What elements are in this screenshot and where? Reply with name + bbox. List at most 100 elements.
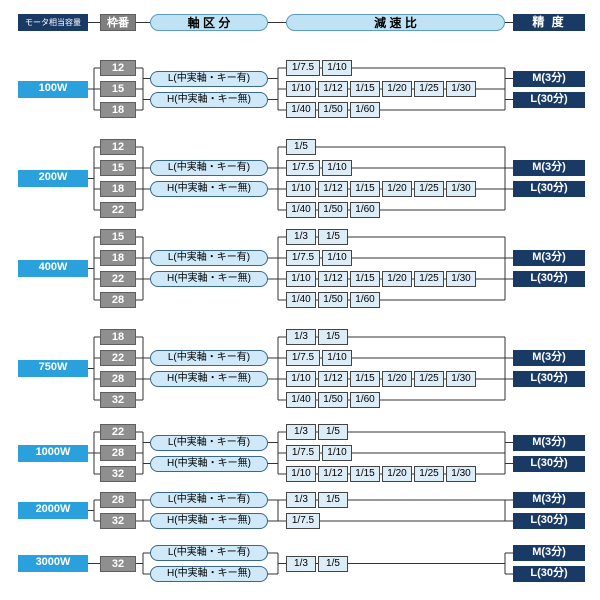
motor-box: 1000W: [18, 444, 88, 462]
ratio-box: 1/5: [318, 229, 348, 245]
ratio-box: 1/15: [350, 181, 380, 197]
frame-box: 15: [100, 229, 136, 245]
motor-box: 400W: [18, 260, 88, 277]
frame-box: 28: [100, 371, 136, 387]
ratio-box: 1/10: [286, 81, 316, 97]
ratio-box: 1/7.5: [286, 445, 320, 461]
shaft-box-h: H(中実軸・キー無): [150, 513, 268, 529]
frame-box: 22: [100, 424, 136, 440]
ratio-box: 1/40: [286, 392, 316, 408]
ratio-box: 1/10: [322, 445, 352, 461]
ratio-box: 1/30: [446, 271, 476, 287]
shaft-box-l: L(中実軸・キー有): [150, 434, 268, 451]
frame-box: 18: [100, 329, 136, 345]
ratio-box: 1/10: [286, 466, 316, 482]
ratio-box: 1/7.5: [286, 160, 320, 176]
frame-box: 28: [100, 292, 136, 308]
ratio-box: 1/7.5: [286, 513, 320, 529]
ratio-box: 1/15: [350, 371, 380, 387]
ratio-box: 1/25: [414, 371, 444, 387]
frame-box: 22: [100, 350, 136, 366]
frame-box: 32: [100, 555, 136, 572]
frame-box: 32: [100, 392, 136, 408]
frame-box: 28: [100, 445, 136, 461]
precision-box-m: M(3分): [513, 160, 585, 176]
ratio-box: 1/10: [322, 60, 352, 76]
motor-box: 100W: [18, 80, 88, 98]
ratio-box: 1/3: [286, 424, 316, 440]
shaft-box-h: H(中実軸・キー無): [150, 91, 268, 108]
ratio-box: 1/40: [286, 202, 316, 218]
ratio-box: 1/15: [350, 81, 380, 97]
ratio-box: 1/7.5: [286, 60, 320, 76]
motor-box: 2000W: [18, 502, 88, 519]
shaft-box-l: L(中実軸・キー有): [150, 545, 268, 561]
motor-box: 3000W: [18, 555, 88, 572]
precision-box-m: M(3分): [513, 545, 585, 561]
ratio-box: 1/10: [286, 371, 316, 387]
ratio-box: 1/5: [318, 329, 348, 345]
shaft-box-l: L(中実軸・キー有): [150, 70, 268, 87]
ratio-box: 1/60: [350, 202, 380, 218]
ratio-box: 1/7.5: [286, 250, 320, 266]
ratio-box: 1/60: [350, 392, 380, 408]
shaft-box-l: L(中実軸・キー有): [150, 350, 268, 366]
ratio-box: 1/20: [382, 466, 412, 482]
ratio-box: 1/10: [322, 160, 352, 176]
ratio-box: 1/40: [286, 292, 316, 308]
precision-box-l: L(30分): [513, 513, 585, 529]
motor-box: 750W: [18, 360, 88, 377]
precision-box-l: L(30分): [513, 371, 585, 387]
precision-box-l: L(30分): [513, 455, 585, 472]
shaft-box-h: H(中実軸・キー無): [150, 181, 268, 197]
ratio-box: 1/12: [318, 181, 348, 197]
ratio-box: 1/25: [414, 181, 444, 197]
precision-box-m: M(3分): [513, 350, 585, 366]
precision-box-l: L(30分): [513, 271, 585, 287]
precision-box-l: L(30分): [513, 91, 585, 108]
shaft-box-l: L(中実軸・キー有): [150, 492, 268, 508]
ratio-box: 1/40: [286, 102, 316, 118]
shaft-box-l: L(中実軸・キー有): [150, 160, 268, 176]
header-shaft-class: 軸 区 分: [150, 14, 268, 31]
ratio-box: 1/60: [350, 102, 380, 118]
frame-box: 12: [100, 139, 136, 155]
precision-box-m: M(3分): [513, 492, 585, 508]
ratio-box: 1/12: [318, 271, 348, 287]
ratio-box: 1/20: [382, 371, 412, 387]
frame-box: 18: [100, 181, 136, 197]
ratio-box: 1/5: [318, 555, 348, 572]
frame-box: 32: [100, 513, 136, 529]
ratio-box: 1/3: [286, 229, 316, 245]
ratio-box: 1/50: [318, 202, 348, 218]
ratio-box: 1/10: [322, 250, 352, 266]
header-reduction-ratio: 減 速 比: [286, 14, 505, 31]
ratio-box: 1/10: [286, 181, 316, 197]
frame-box: 32: [100, 466, 136, 482]
ratio-box: 1/25: [414, 466, 444, 482]
precision-box-m: M(3分): [513, 434, 585, 451]
ratio-box: 1/10: [286, 271, 316, 287]
ratio-box: 1/15: [350, 466, 380, 482]
ratio-box: 1/12: [318, 81, 348, 97]
ratio-box: 1/12: [318, 371, 348, 387]
ratio-box: 1/3: [286, 555, 316, 572]
header-motor-capacity: モータ相当容量: [18, 14, 88, 31]
ratio-box: 1/12: [318, 466, 348, 482]
ratio-box: 1/5: [318, 492, 348, 508]
frame-box: 22: [100, 271, 136, 287]
ratio-box: 1/15: [350, 271, 380, 287]
ratio-box: 1/5: [318, 424, 348, 440]
ratio-box: 1/50: [318, 102, 348, 118]
ratio-box: 1/3: [286, 492, 316, 508]
ratio-box: 1/30: [446, 181, 476, 197]
frame-box: 18: [100, 102, 136, 118]
precision-box-l: L(30分): [513, 181, 585, 197]
ratio-box: 1/7.5: [286, 350, 320, 366]
frame-box: 15: [100, 160, 136, 176]
header-frame-no: 枠番: [100, 14, 136, 31]
shaft-box-h: H(中実軸・キー無): [150, 271, 268, 287]
ratio-box: 1/50: [318, 392, 348, 408]
ratio-box: 1/50: [318, 292, 348, 308]
shaft-box-l: L(中実軸・キー有): [150, 250, 268, 266]
